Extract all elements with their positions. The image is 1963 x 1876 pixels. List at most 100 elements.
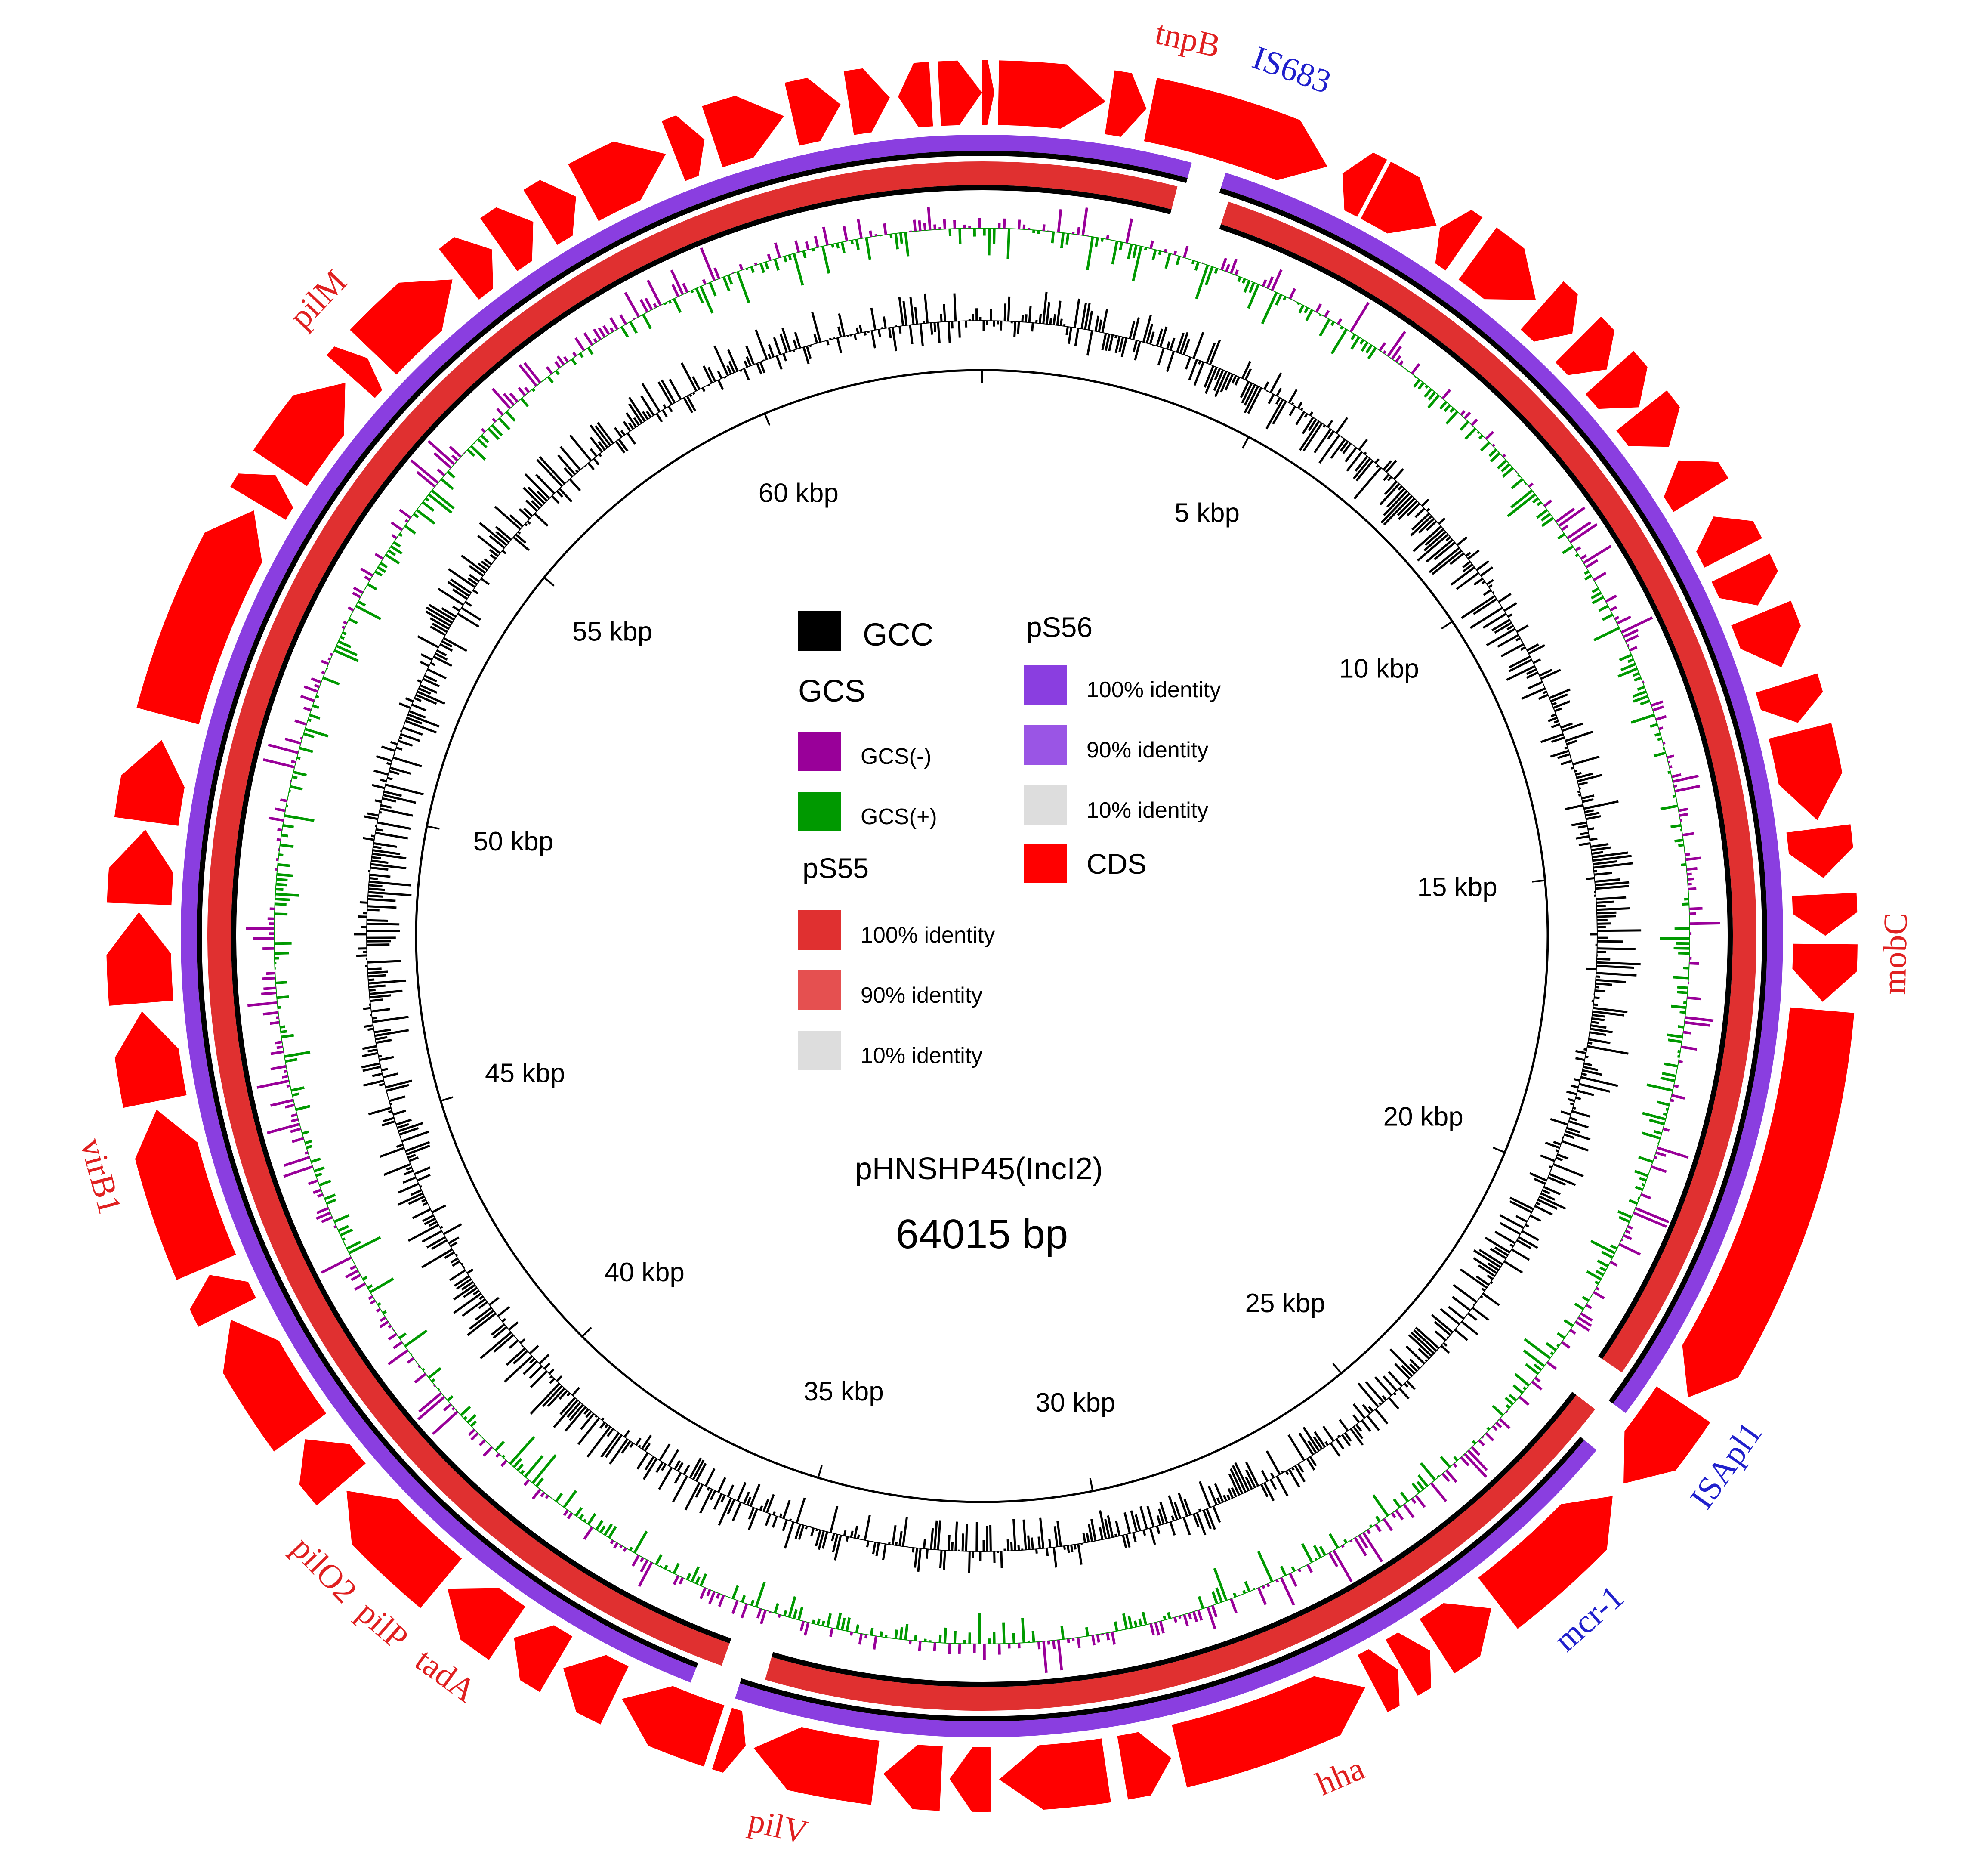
gcc-bar	[1547, 1176, 1566, 1186]
gcc-bar	[1384, 481, 1398, 495]
gcs-bar	[1528, 482, 1534, 488]
gcs-bar	[1464, 427, 1476, 440]
gcs-bar	[1439, 401, 1448, 410]
gcc-bar	[1549, 688, 1571, 699]
gcc-bar	[1077, 1544, 1083, 1565]
gcc-bar	[1548, 717, 1558, 722]
gcc-bar	[745, 345, 755, 365]
gcs-bar	[1243, 280, 1251, 293]
gcs-bar	[1685, 1016, 1714, 1022]
gcs-bar	[523, 1479, 530, 1486]
gcc-bar	[768, 344, 775, 358]
legend-ps55-title: pS55	[802, 852, 869, 884]
gcs-bar	[988, 228, 991, 256]
gcs-bar	[1411, 1497, 1417, 1504]
gcc-bar	[1397, 498, 1416, 516]
gcs-bar	[1052, 1640, 1056, 1649]
gcs-bar	[316, 1211, 331, 1220]
gcs-bar	[498, 417, 511, 430]
gcs-bar	[700, 247, 716, 281]
gcs-bar	[382, 1310, 387, 1315]
gcs-bar	[1667, 754, 1674, 759]
gcs-bar	[741, 1595, 746, 1603]
gcc-bar	[1550, 750, 1569, 758]
gcs-bar	[302, 1130, 309, 1135]
gcc-bar	[1545, 1141, 1560, 1149]
gcs-bar	[1119, 241, 1123, 250]
gcs-bar	[310, 1157, 321, 1163]
gcs-bar	[343, 621, 348, 625]
gcs-bar	[1395, 1509, 1404, 1521]
gc-skew-ring	[246, 207, 1720, 1673]
gcc-bar	[781, 328, 791, 352]
gcs-bar	[436, 468, 445, 476]
gcc-bar	[394, 753, 395, 756]
gcs-bar	[1374, 1524, 1382, 1533]
gcc-bar	[1340, 440, 1349, 452]
gcc-bar	[1570, 1102, 1574, 1106]
gcs-bar	[639, 1557, 645, 1563]
gcc-bar	[542, 1385, 563, 1407]
gcs-bar	[428, 1367, 442, 1379]
gcc-bar	[1374, 1408, 1389, 1425]
gcc-bar	[1476, 560, 1490, 571]
gcc-bar	[1216, 1497, 1221, 1504]
gcs-bar	[759, 263, 765, 273]
gcs-bar	[390, 545, 403, 555]
gcs-bar	[413, 513, 419, 519]
gcc-bar	[1572, 1106, 1576, 1110]
gcc-bar	[1342, 442, 1352, 454]
gcs-bar	[846, 1617, 851, 1632]
gcc-bar	[667, 1449, 679, 1467]
gcs-bar	[1095, 237, 1099, 247]
gcs-bar	[428, 493, 453, 514]
gcc-bar	[374, 1029, 391, 1034]
gcc-bar	[1482, 1292, 1500, 1306]
gcc-bar	[559, 488, 573, 503]
gcc-bar	[1299, 420, 1320, 451]
gcs-bar	[1453, 1456, 1459, 1462]
gcc-bar	[484, 558, 492, 566]
gcc-bar	[1516, 1239, 1531, 1249]
gcc-bar	[531, 500, 540, 510]
gcc-bar	[1528, 644, 1546, 655]
gcc-bar	[1232, 1465, 1247, 1493]
gcc-bar	[1556, 1149, 1559, 1153]
gcc-bar	[1560, 1110, 1571, 1116]
gcs-bar	[1319, 1545, 1327, 1556]
gcc-bar	[1480, 566, 1494, 577]
gcc-bar	[684, 1482, 701, 1511]
gcc-bar	[1503, 602, 1517, 612]
gcc-bar	[406, 1144, 430, 1156]
gcc-bar	[1567, 1098, 1575, 1102]
gcc-bar	[1551, 723, 1560, 729]
gcs-bar	[1672, 794, 1676, 798]
gcs-bar	[1599, 1266, 1607, 1272]
gcs-bar	[348, 618, 358, 624]
gcc-bar	[454, 1275, 470, 1287]
gcc-bar	[767, 353, 772, 359]
cds-arrow-28	[999, 1738, 1111, 1810]
gcc-bar	[1322, 424, 1326, 428]
gcs-bar	[246, 927, 275, 930]
gcs-bar	[1545, 1342, 1557, 1351]
gcs-bar	[1395, 355, 1401, 363]
gcs-bar	[1133, 1620, 1138, 1628]
gcc-bar	[1156, 1526, 1161, 1534]
gcs-bar	[1111, 1632, 1116, 1645]
cds-arrow-12	[1696, 516, 1762, 568]
gcs-bar	[1657, 737, 1662, 741]
gcc-bar	[756, 363, 762, 375]
gcs-bar	[494, 1440, 505, 1452]
cds-arrow-17	[1786, 824, 1853, 878]
gcs-bar	[1248, 282, 1255, 293]
gcc-bar	[1003, 303, 1007, 321]
gcs-bar	[668, 300, 672, 304]
gcc-bar	[1214, 371, 1228, 397]
gcc-bar	[1393, 1392, 1397, 1396]
gcc-bar	[392, 1110, 406, 1116]
legend-ps55-100-swatch	[798, 910, 841, 950]
gcc-bar	[1565, 730, 1593, 742]
gcc-bar	[469, 565, 484, 577]
gcs-bar	[1296, 302, 1300, 306]
